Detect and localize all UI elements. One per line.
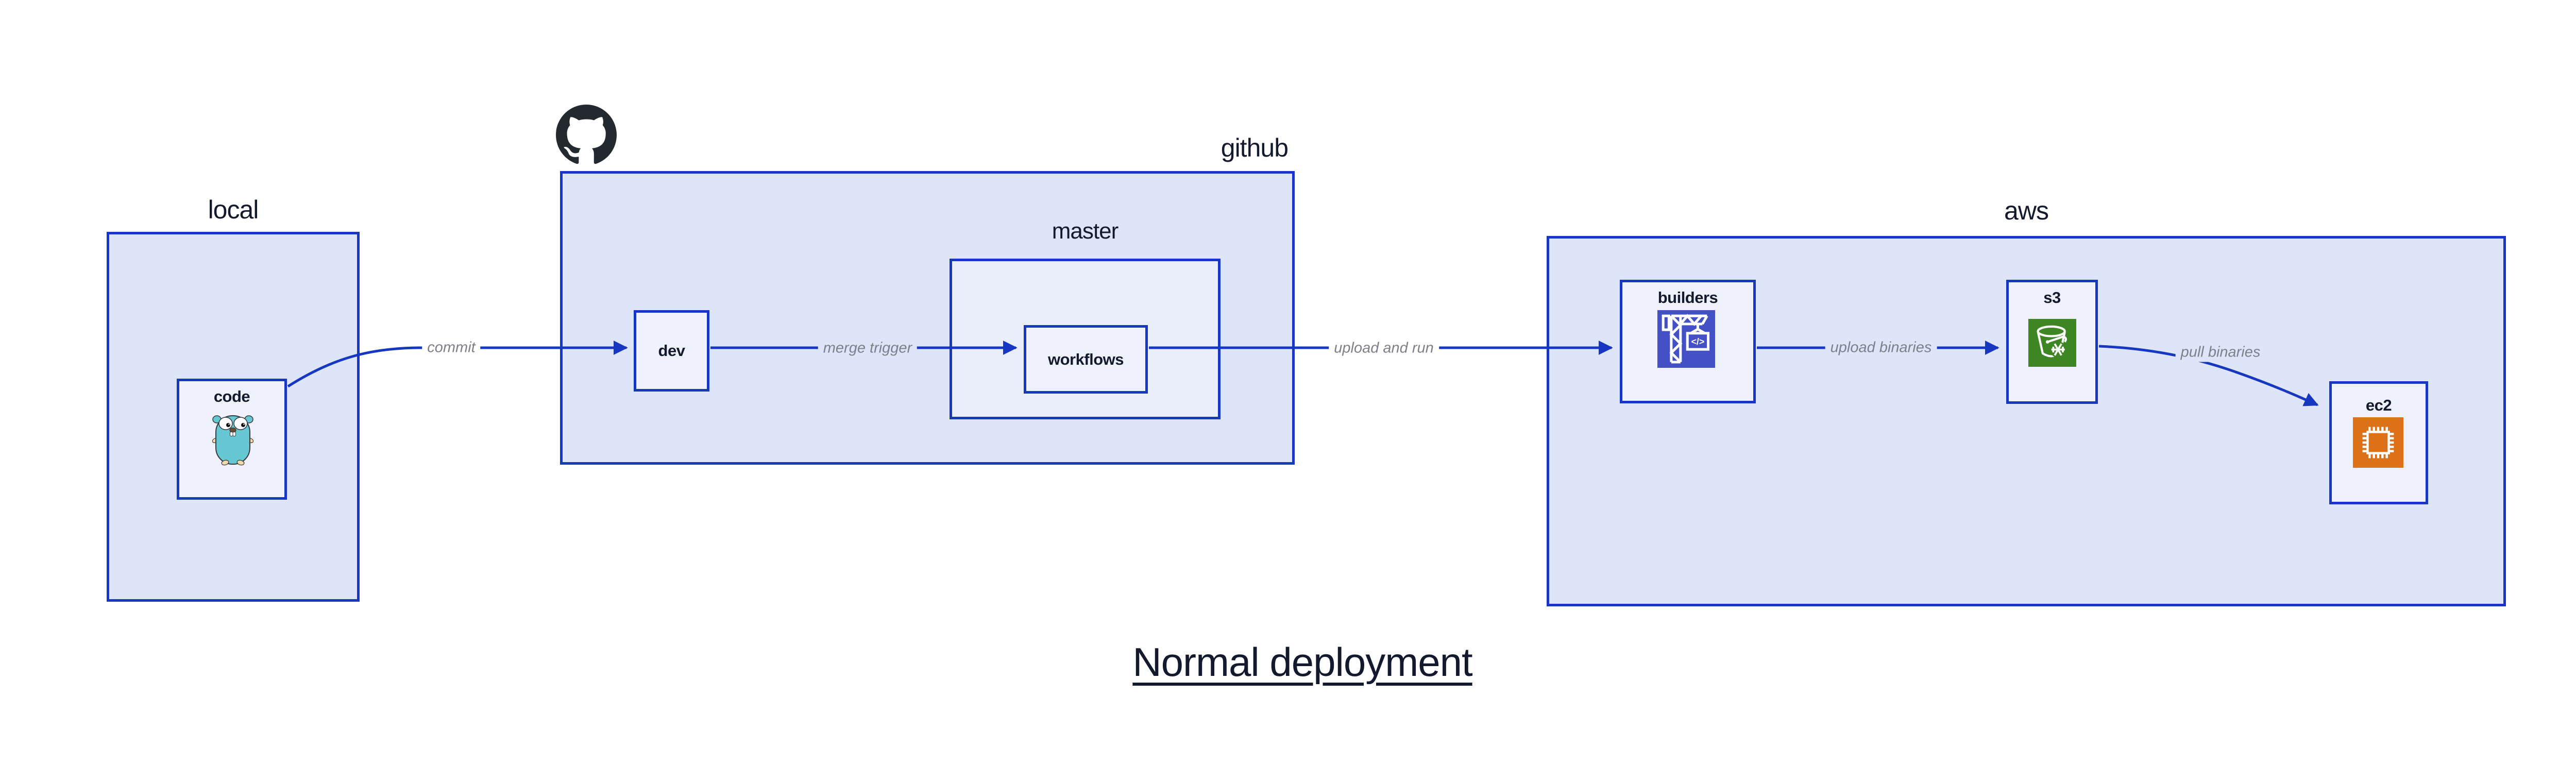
crane-glyph: </> [1662,314,1710,364]
builders-node-label: builders [1657,288,1718,307]
edge-label-pull-binaries: pull binaries [2175,343,2266,362]
dev-node: dev [634,310,709,392]
go-gopher-glyph [212,415,254,466]
diagram-title: Normal deployment [1132,639,1472,685]
master-group-label: master [1052,218,1118,244]
codebuild-crane-icon: </> [1657,310,1715,368]
local-group-label: local [208,195,259,224]
ec2-node-label: ec2 [2365,396,2392,414]
bucket-glyph [2037,325,2067,358]
go-gopher-icon [212,411,254,469]
builders-code-glyph: </> [1691,336,1704,347]
s3-node-label: s3 [2043,288,2061,307]
edge-label-upload-binaries: upload binaries [1825,338,1937,358]
workflows-node: workflows [1024,325,1148,394]
code-node-label: code [213,387,250,405]
ec2-chip-icon [2353,417,2403,468]
octocat-glyph [556,105,617,164]
chip-glyph [2362,427,2394,459]
edge-label-upload-and-run: upload and run [1329,338,1439,358]
edge-label-merge-trigger: merge trigger [818,338,918,358]
github-group-label: github [1221,133,1289,162]
aws-group-label: aws [2004,196,2049,225]
s3-glacier-bucket-icon [2028,319,2076,367]
workflows-node-label: workflows [1047,350,1124,368]
edge-label-commit: commit [422,338,481,358]
dev-node-label: dev [658,342,685,360]
github-octocat-icon [556,105,617,168]
